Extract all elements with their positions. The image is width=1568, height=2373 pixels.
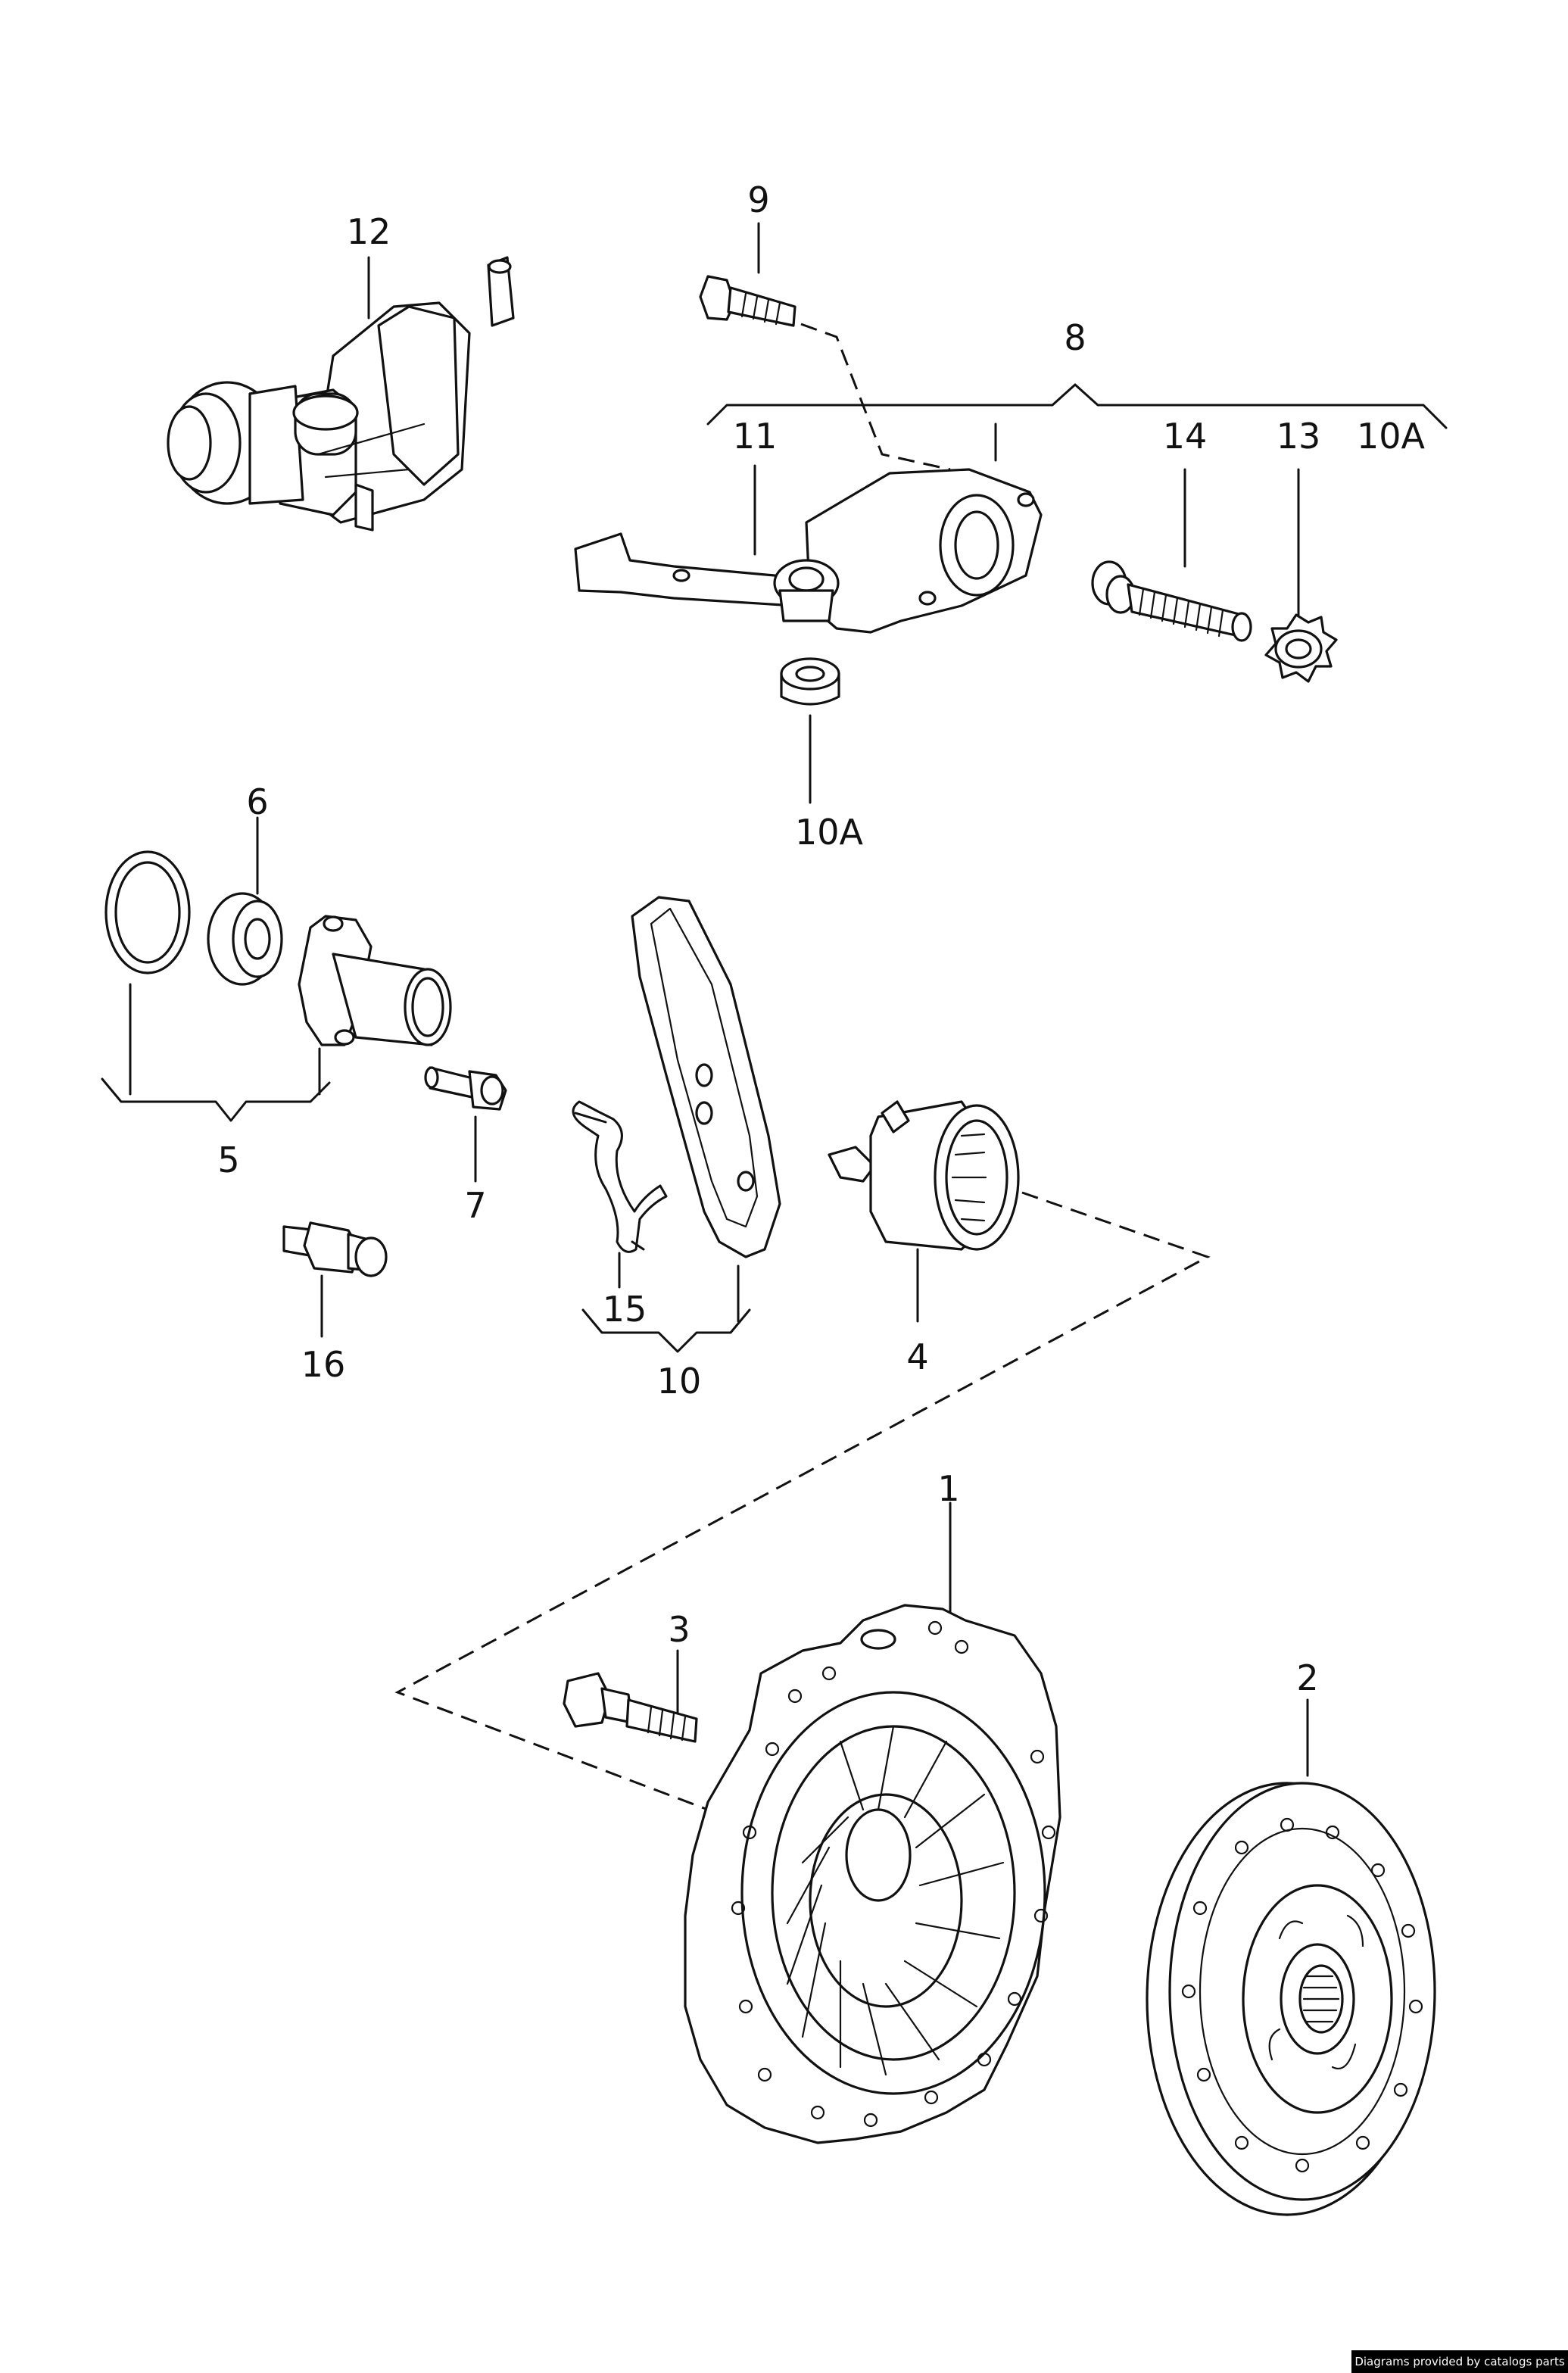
- callout-2: 2: [1296, 1657, 1318, 1698]
- part-4-release-bearing: [828, 1100, 1020, 1251]
- dash-4-to-1: [394, 1191, 1211, 1811]
- callout-6: 6: [246, 781, 268, 822]
- callout-14: 14: [1163, 416, 1208, 457]
- bracket-10: [581, 1308, 751, 1353]
- part-10-release-fork: [631, 896, 781, 1258]
- callout-1: 1: [937, 1468, 959, 1509]
- callout-12: 12: [347, 211, 391, 252]
- part-10a-bush: [780, 657, 840, 706]
- bracket-5: [101, 1077, 331, 1122]
- callout-10a-top: 10A: [1357, 416, 1426, 457]
- part-2-clutch-disc: [1146, 1782, 1436, 2216]
- part-7-bolt: [424, 1066, 507, 1111]
- part-12-slave-cylinder: [167, 256, 515, 532]
- part-13-star-washer: [1264, 613, 1338, 683]
- callout-11: 11: [733, 416, 778, 457]
- callout-5: 5: [217, 1140, 239, 1180]
- callout-9: 9: [747, 179, 769, 220]
- callout-10a: 10A: [795, 812, 864, 853]
- part-14-spring-pin: [1091, 560, 1252, 642]
- part-1-pressure-plate: [684, 1604, 1061, 2144]
- part-15-retaining-clip: [572, 1100, 668, 1253]
- dash-9-to-8: [800, 323, 951, 471]
- part-5-o-ring: [104, 850, 191, 974]
- callout-7: 7: [464, 1185, 486, 1226]
- callout-4: 4: [906, 1336, 928, 1377]
- part-5-guide-sleeve: [298, 915, 452, 1046]
- part-11-release-lever: [574, 468, 1043, 634]
- callout-13: 13: [1277, 416, 1321, 457]
- part-16-switch: [282, 1221, 388, 1277]
- credit-label: Diagrams provided by catalogs parts: [1351, 2350, 1568, 2373]
- callout-10: 10: [657, 1361, 702, 1402]
- callout-15: 15: [603, 1289, 647, 1330]
- part-3-bolt: [563, 1672, 698, 1743]
- callout-3: 3: [668, 1609, 690, 1650]
- part-6-shaft-seal: [207, 892, 283, 986]
- part-9-bolt: [699, 275, 796, 327]
- bracket-8: [706, 383, 1448, 429]
- callout-8: 8: [1064, 317, 1086, 358]
- callout-16: 16: [301, 1344, 346, 1385]
